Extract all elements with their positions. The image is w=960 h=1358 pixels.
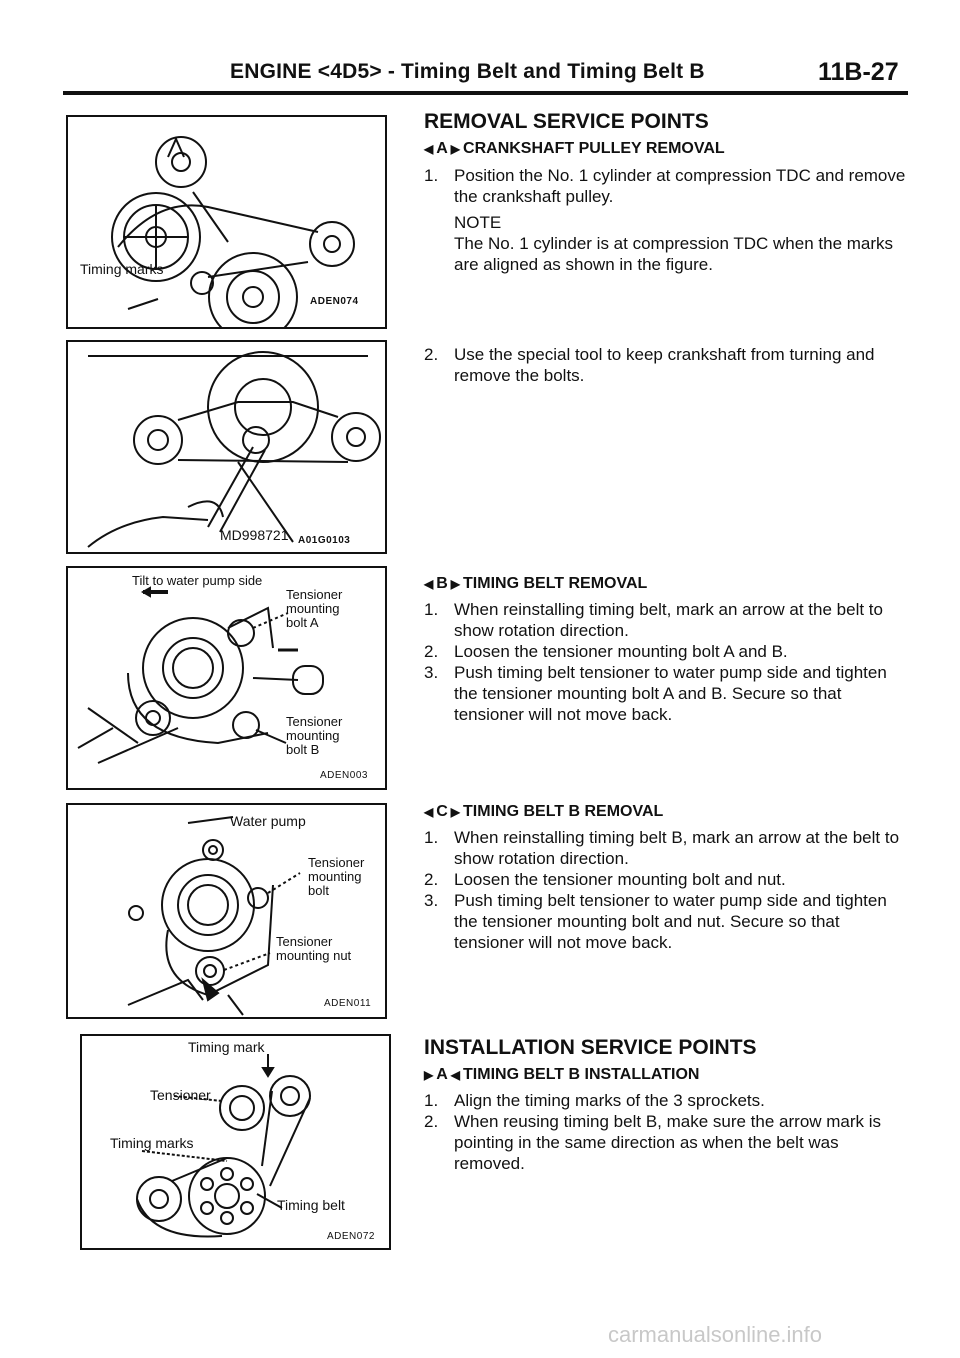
subheading-text: TIMING BELT B INSTALLATION (463, 1066, 700, 1083)
step-number: 2. (424, 870, 439, 889)
label-timing-marks: Timing marks (110, 1135, 194, 1151)
step-number: 1. (424, 600, 439, 619)
step-number: 2. (424, 1112, 439, 1131)
step-number: 1. (424, 166, 439, 185)
header-rule (63, 91, 908, 95)
subheading-timing-belt-removal: ◀ B ▶ TIMING BELT REMOVAL (424, 575, 647, 593)
figure-timing-belt-b-tensioner: Water pump Tensioner mounting bolt Tensi… (66, 803, 387, 1019)
label-tilt-direction: Tilt to water pump side (132, 573, 263, 588)
step-text: When reinstalling timing belt, mark an a… (454, 600, 883, 640)
marker-letter: A (436, 140, 448, 157)
marker-right-icon: ▶ (424, 1068, 434, 1082)
step-text: Position the No. 1 cylinder at compressi… (454, 166, 906, 206)
subheading-text: CRANKSHAFT PULLEY REMOVAL (463, 140, 725, 157)
subheading-text: TIMING BELT B REMOVAL (463, 803, 664, 820)
label-tensioner-mounting-bolt: Tensioner mounting bolt (308, 855, 365, 898)
watermark: carmanualsonline.info (608, 1322, 823, 1347)
step-text: Use the special tool to keep crankshaft … (454, 345, 875, 385)
label-tool-number: MD998721 (220, 527, 289, 543)
step-text: When reusing timing belt B, make sure th… (454, 1112, 882, 1173)
step-text: When reinstalling timing belt B, mark an… (454, 828, 900, 868)
figure-code: ADEN003 (320, 770, 368, 781)
marker-letter: C (436, 803, 448, 820)
subheading-timing-belt-b-removal: ◀ C ▶ TIMING BELT B REMOVAL (424, 803, 663, 821)
label-water-pump: Water pump (230, 813, 306, 829)
note-text: The No. 1 cylinder is at compression TDC… (454, 234, 894, 274)
figure-code: ADEN072 (327, 1231, 375, 1242)
step-text: Loosen the tensioner mounting bolt A and… (454, 642, 788, 661)
figure-code: ADEN011 (324, 998, 372, 1009)
figure-code: ADEN074 (310, 296, 359, 307)
step-text: Loosen the tensioner mounting bolt and n… (454, 870, 786, 889)
step-item: 1. When reinstalling timing belt, mark a… (424, 599, 910, 641)
step-number: 1. (424, 1091, 439, 1110)
marker-right-icon: ▶ (450, 577, 461, 591)
subheading-crankshaft-pulley-removal: ◀ A ▶ CRANKSHAFT PULLEY REMOVAL (424, 140, 725, 158)
page-header-title: ENGINE <4D5> - Timing Belt and Timing Be… (230, 60, 705, 83)
step-number: 1. (424, 828, 439, 847)
marker-letter: A (436, 1066, 448, 1083)
step-text: Align the timing marks of the 3 sprocket… (454, 1091, 765, 1110)
tensioner-bolts-diagram (77, 586, 324, 764)
marker-left-icon: ◀ (424, 805, 434, 819)
marker-left-icon: ◀ (424, 142, 434, 156)
step-text: Push timing belt tensioner to water pump… (454, 663, 887, 724)
step-text: Push timing belt tensioner to water pump… (454, 891, 887, 952)
step-item: 2. When reusing timing belt B, make sure… (424, 1111, 910, 1174)
page-number: 11B-27 (818, 58, 899, 86)
marker-right-icon: ▶ (450, 142, 461, 156)
label-timing-mark: Timing mark (188, 1039, 265, 1055)
label-timing-belt: Timing belt (277, 1197, 345, 1213)
marker-letter: B (436, 575, 448, 592)
figure-timing-belt-b-installation: Timing mark Tensioner Timing marks Timin… (80, 1034, 391, 1250)
label-timing-marks: Timing marks (80, 261, 164, 277)
step-item: 3. Push timing belt tensioner to water p… (424, 890, 910, 953)
note-label: NOTE (454, 213, 502, 232)
timing-belt-b-tensioner-diagram (127, 816, 301, 1016)
step-item: 1. When reinstalling timing belt B, mark… (424, 827, 910, 869)
figure-special-tool: MD998721 A01G0103 (66, 340, 387, 554)
subheading-text: TIMING BELT REMOVAL (463, 575, 648, 592)
heading-installation-service-points: INSTALLATION SERVICE POINTS (424, 1036, 757, 1059)
subheading-timing-belt-b-installation: ▶ A ◀ TIMING BELT B INSTALLATION (424, 1066, 699, 1084)
crankshaft-timing-diagram (111, 136, 355, 327)
label-tensioner-mounting-nut: Tensioner mounting nut (276, 934, 352, 963)
marker-left-icon: ◀ (450, 1068, 461, 1082)
step-item: 1. Position the No. 1 cylinder at compre… (424, 165, 910, 207)
marker-left-icon: ◀ (424, 577, 434, 591)
label-tensioner-bolt-b: Tensioner mounting bolt B (286, 714, 343, 757)
label-tensioner-bolt-a: Tensioner mounting bolt A (286, 587, 343, 630)
figure-code: A01G0103 (298, 535, 351, 546)
step-item: 2. Use the special tool to keep cranksha… (424, 344, 910, 386)
step-item: 2. Loosen the tensioner mounting bolt A … (424, 641, 910, 662)
step-number: 3. (424, 663, 439, 682)
step-item: 3. Push timing belt tensioner to water p… (424, 662, 910, 725)
step-number: 2. (424, 642, 439, 661)
timing-belt-b-installation-diagram (136, 1054, 311, 1238)
special-tool-diagram (87, 351, 381, 548)
step-item: 2. Loosen the tensioner mounting bolt an… (424, 869, 910, 890)
label-tensioner: Tensioner (150, 1087, 211, 1103)
heading-removal-service-points: REMOVAL SERVICE POINTS (424, 110, 709, 133)
figure-crankshaft-timing-marks: Timing marks ADEN074 (66, 115, 387, 329)
step-item: 1. Align the timing marks of the 3 sproc… (424, 1090, 910, 1111)
figure-tensioner-bolts: Tilt to water pump side Tensioner mounti… (66, 566, 387, 790)
step-number: 3. (424, 891, 439, 910)
marker-right-icon: ▶ (450, 805, 461, 819)
step-number: 2. (424, 345, 439, 364)
